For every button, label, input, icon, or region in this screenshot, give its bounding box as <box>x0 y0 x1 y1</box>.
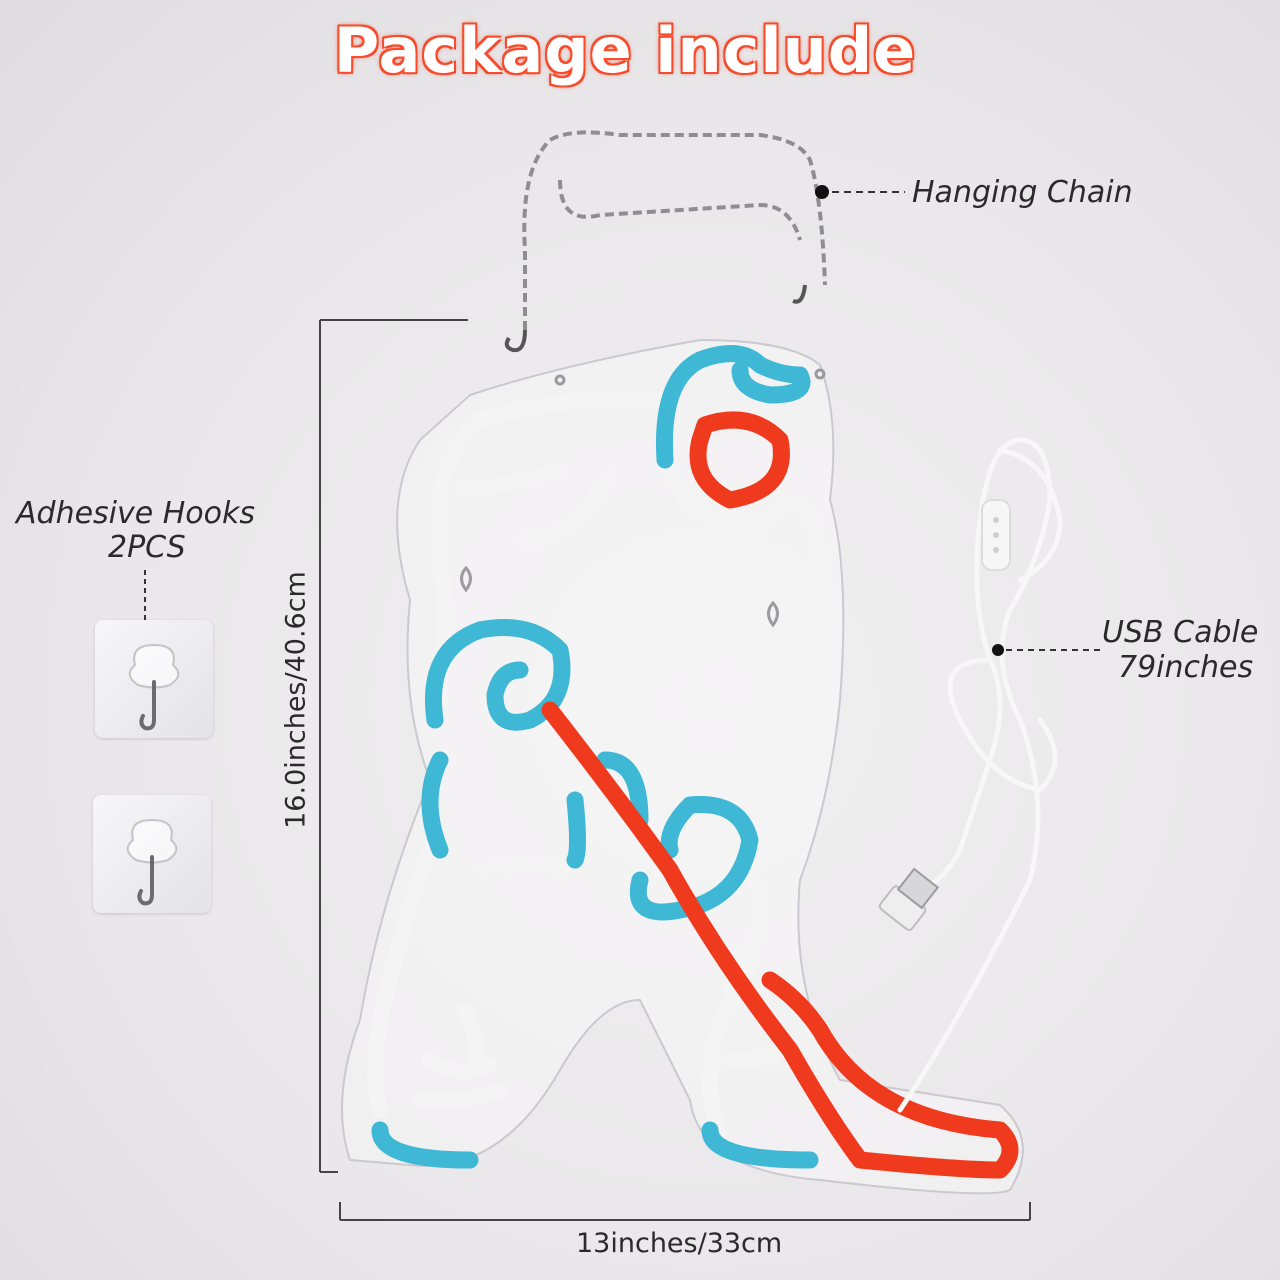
hanging-chain-label: Hanging Chain <box>912 175 1133 210</box>
adhesive-hooks-label: Adhesive Hooks <box>16 496 256 531</box>
width-dimension-label: 13inches/33cm <box>576 1228 783 1259</box>
usb-cable-image <box>897 437 1063 1113</box>
height-dimension-label: 16.0inches/40.6cm <box>280 571 312 829</box>
adhesive-hook-1 <box>95 620 213 738</box>
mount-holes <box>460 368 826 628</box>
width-dimension-line <box>339 1202 1031 1221</box>
usb-plug <box>878 867 940 931</box>
hook-icon <box>126 818 178 906</box>
usb-cable-length: 79inches <box>1118 650 1254 685</box>
adhesive-hooks-count: 2PCS <box>108 530 186 565</box>
hook-icon <box>128 643 180 731</box>
neon-red-tubes <box>541 411 1019 1179</box>
usb-cable-label: USB Cable <box>1102 615 1259 650</box>
neon-blue-tubes <box>371 345 819 1169</box>
hanging-chain-image <box>504 130 827 353</box>
hanging-chain-marker <box>815 185 829 199</box>
page-title: Package include <box>333 14 917 87</box>
usb-cable-marker <box>992 644 1004 656</box>
height-dimension-line <box>319 319 468 1173</box>
adhesive-hook-2 <box>93 795 211 913</box>
neon-white-tubes <box>367 391 828 1138</box>
